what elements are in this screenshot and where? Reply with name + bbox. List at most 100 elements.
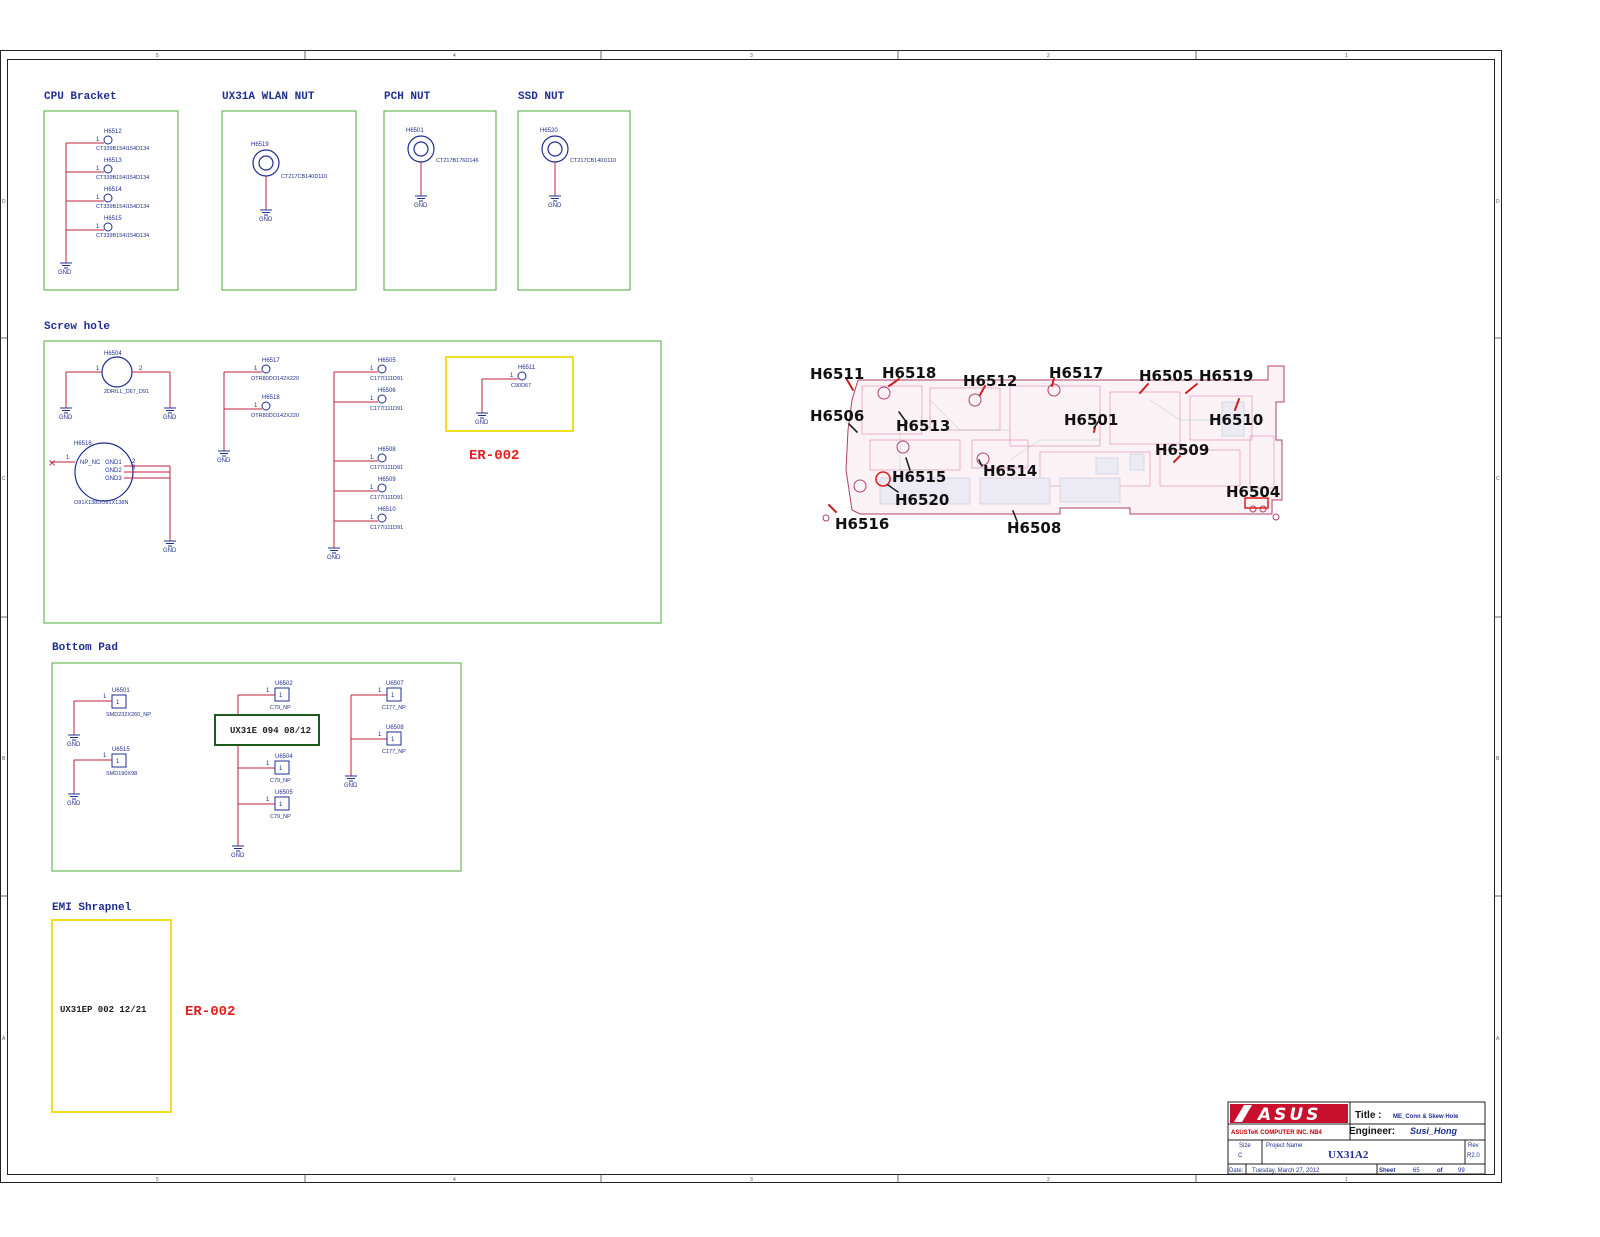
- svg-text:H6508: H6508: [1007, 519, 1061, 537]
- svg-text:U6501: U6501: [112, 688, 130, 694]
- svg-text:SMD232X260_NP: SMD232X260_NP: [106, 712, 151, 718]
- svg-text:H6504: H6504: [104, 351, 122, 357]
- wlan-nut-header: UX31A WLAN NUT: [222, 91, 315, 103]
- svg-text:H6501: H6501: [1064, 411, 1118, 429]
- svg-text:GND: GND: [414, 203, 428, 209]
- svg-text:H6515: H6515: [892, 468, 946, 486]
- svg-text:C: C: [1238, 1153, 1243, 1159]
- svg-text:1: 1: [266, 688, 270, 694]
- svg-text:GND2: GND2: [105, 468, 122, 474]
- svg-text:1: 1: [254, 403, 258, 409]
- svg-text:CT339B154I154D134: CT339B154I154D134: [96, 146, 149, 152]
- svg-text:2: 2: [139, 366, 143, 372]
- emi-note: UX31EP 002 12/21: [60, 1005, 147, 1015]
- svg-text:B: B: [1496, 756, 1500, 762]
- wlan-nut-box: [221, 110, 357, 291]
- svg-text:2: 2: [1047, 1177, 1050, 1183]
- svg-text:GND: GND: [231, 853, 245, 859]
- svg-text:U6504: U6504: [275, 754, 293, 760]
- svg-text:×: ×: [48, 458, 56, 469]
- svg-text:H6519: H6519: [251, 142, 269, 148]
- svg-text:GND1: GND1: [105, 460, 122, 466]
- svg-text:3: 3: [750, 53, 753, 59]
- svg-text:Tuesday, March 27, 2012: Tuesday, March 27, 2012: [1252, 1168, 1320, 1174]
- svg-text:GND: GND: [67, 801, 81, 807]
- svg-text:C79_NP: C79_NP: [270, 778, 291, 784]
- svg-text:1: 1: [96, 166, 100, 172]
- svg-text:1: 1: [279, 766, 283, 772]
- svg-text:H6512: H6512: [104, 129, 122, 135]
- bottom-pad-header: Bottom Pad: [52, 642, 118, 654]
- svg-text:of: of: [1437, 1168, 1444, 1174]
- bottom-pad-box: [51, 662, 462, 872]
- svg-text:1: 1: [370, 485, 374, 491]
- svg-text:1: 1: [96, 195, 100, 201]
- svg-text:H6520: H6520: [540, 128, 558, 134]
- cpu-bracket-header: CPU Bracket: [44, 91, 117, 103]
- ssd-nut-circuit: H6520 CT217CB140D110 GND: [540, 128, 616, 209]
- svg-text:U6515: U6515: [112, 747, 130, 753]
- svg-text:1: 1: [254, 366, 258, 372]
- svg-text:C177I111D91: C177I111D91: [370, 376, 403, 382]
- svg-text:UX31A2: UX31A2: [1328, 1149, 1369, 1161]
- svg-text:H6509: H6509: [1155, 441, 1209, 459]
- svg-text:1: 1: [96, 224, 100, 230]
- svg-text:GND: GND: [58, 270, 72, 276]
- svg-text:99: 99: [1458, 1168, 1465, 1174]
- svg-text:4: 4: [453, 1177, 456, 1183]
- svg-text:H6514: H6514: [983, 462, 1037, 480]
- svg-text:3: 3: [132, 465, 136, 471]
- svg-text:65: 65: [1413, 1168, 1420, 1174]
- svg-text:H6510: H6510: [1209, 411, 1263, 429]
- svg-text:H6513: H6513: [896, 417, 950, 435]
- svg-text:1: 1: [116, 700, 120, 706]
- svg-text:H6510: H6510: [378, 507, 396, 513]
- wlan-nut-circuit: H6519 CT217CB140D110 GND: [251, 142, 327, 223]
- svg-text:GND: GND: [67, 742, 81, 748]
- svg-text:Date:: Date:: [1229, 1168, 1244, 1174]
- title-block: ASUS Title : ME_Conn & Skew Hole ASUSTeK…: [1227, 1101, 1486, 1175]
- svg-text:GND: GND: [59, 415, 73, 421]
- emi-header: EMI Shrapnel: [52, 902, 132, 914]
- svg-text:1: 1: [378, 688, 382, 694]
- svg-text:1: 1: [279, 802, 283, 808]
- svg-text:H6513: H6513: [104, 158, 122, 164]
- svg-text:1: 1: [66, 455, 70, 461]
- svg-text:GND: GND: [259, 217, 273, 223]
- ssd-nut-header: SSD NUT: [518, 91, 565, 103]
- svg-text:Size: Size: [1239, 1143, 1251, 1149]
- svg-text:D: D: [2, 199, 6, 205]
- svg-text:H6506: H6506: [810, 407, 864, 425]
- svg-text:H6511: H6511: [810, 365, 864, 383]
- svg-text:D: D: [1496, 199, 1500, 205]
- svg-text:5: 5: [156, 53, 159, 59]
- svg-text:2: 2: [1047, 53, 1050, 59]
- svg-text:GND: GND: [163, 548, 177, 554]
- screw-h6516: H6516 NP_NC GND1 GND2 GND3 O91X138DO91X1…: [48, 441, 177, 554]
- svg-text:1: 1: [103, 753, 107, 759]
- svg-text:1: 1: [116, 759, 120, 765]
- svg-text:H6509: H6509: [378, 477, 396, 483]
- svg-text:C177I111D91: C177I111D91: [370, 495, 403, 501]
- svg-text:H6505: H6505: [378, 358, 396, 364]
- svg-text:H6519: H6519: [1199, 367, 1253, 385]
- svg-text:H6504: H6504: [1226, 483, 1280, 501]
- svg-text:OTR80DO142X220: OTR80DO142X220: [251, 376, 299, 382]
- svg-text:H6517: H6517: [1049, 364, 1103, 382]
- svg-text:CT217B176D146: CT217B176D146: [436, 158, 479, 164]
- svg-text:GND: GND: [344, 783, 358, 789]
- svg-text:1: 1: [266, 761, 270, 767]
- zone-labels: 5 4 3 2 1 5 4 3 2 1 D C B A D C B A: [2, 53, 1500, 1183]
- svg-text:H6514: H6514: [104, 187, 122, 193]
- svg-text:GND: GND: [548, 203, 562, 209]
- svg-text:GND: GND: [163, 415, 177, 421]
- svg-text:H6511: H6511: [518, 365, 536, 371]
- emi-box: [51, 919, 172, 1113]
- screw-h6504: H6504 1 2 2DRILL_D67_D91 GND GND: [59, 351, 177, 421]
- svg-text:5: 5: [156, 1177, 159, 1183]
- svg-text:NP_NC: NP_NC: [80, 460, 101, 466]
- svg-text:H6518: H6518: [882, 364, 936, 382]
- svg-text:1: 1: [96, 366, 100, 372]
- svg-text:GND: GND: [475, 420, 489, 426]
- svg-text:H6518: H6518: [262, 395, 280, 401]
